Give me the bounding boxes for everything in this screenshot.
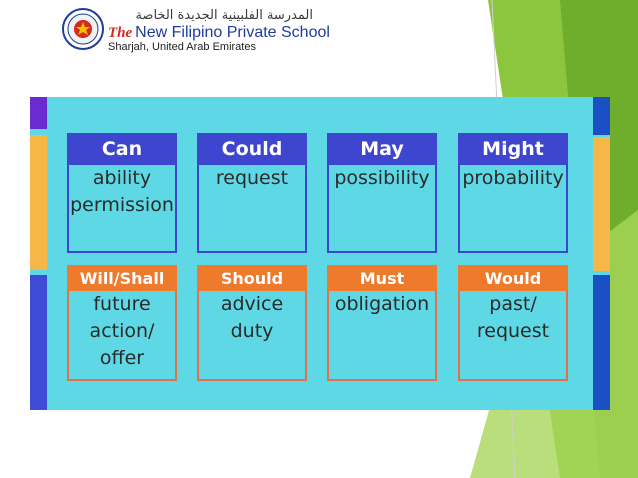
modal-meaning: past/ request [458,291,568,381]
modal-meaning: request [197,165,307,253]
left-accent-bar [30,97,47,129]
modal-meaning: ability permission [67,165,177,253]
modal-card-can: Can ability permission [67,133,177,253]
meaning-line: probability [462,167,564,189]
modal-card-would: Would past/ request [458,265,568,381]
school-name-english: New Filipino Private School [135,24,330,41]
school-name-arabic: المدرسة الفلبينية الجديدة الخاصة [135,8,313,23]
school-location: Sharjah, United Arab Emirates [108,41,256,53]
meaning-line: request [476,320,550,342]
modal-card-might: Might probability [458,133,568,253]
modal-verb-label: Would [458,265,568,291]
meaning-line: past/ [489,293,537,315]
right-accent-bar [593,275,610,410]
meaning-line: future [93,293,151,315]
modal-meaning: probability [458,165,568,253]
meaning-line: ability [92,167,152,189]
modal-meaning: possibility [327,165,437,253]
modal-verbs-graphic: Can ability permission Could request May… [30,97,610,410]
modal-card-will-shall: Will/Shall future action/ offer [67,265,177,381]
modal-meaning: advice duty [197,291,307,381]
modal-verb-label: Could [197,133,307,165]
meaning-line: request [215,167,289,189]
modal-verb-label: Might [458,133,568,165]
modal-verb-label: May [327,133,437,165]
right-accent-bar [593,137,610,271]
modal-card-should: Should advice duty [197,265,307,381]
meaning-line: advice [220,293,284,315]
modal-verb-label: Can [67,133,177,165]
modal-card-may: May possibility [327,133,437,253]
meaning-line: obligation [334,293,430,315]
meaning-line: offer [99,347,145,369]
modal-verb-label: Should [197,265,307,291]
meaning-line: possibility [334,167,430,189]
meaning-line: permission [70,194,174,216]
left-accent-bar [30,135,47,270]
modal-card-must: Must obligation [327,265,437,381]
school-seal-icon [62,8,104,50]
school-name-the: The [108,25,133,41]
meaning-line: action/ [89,320,155,342]
meaning-line: duty [230,320,274,342]
left-accent-bar [30,275,47,410]
modal-verb-label: Will/Shall [67,265,177,291]
modal-meaning: future action/ offer [67,291,177,381]
modal-card-could: Could request [197,133,307,253]
modal-meaning: obligation [327,291,437,381]
right-accent-bar [593,97,610,135]
modal-verb-label: Must [327,265,437,291]
